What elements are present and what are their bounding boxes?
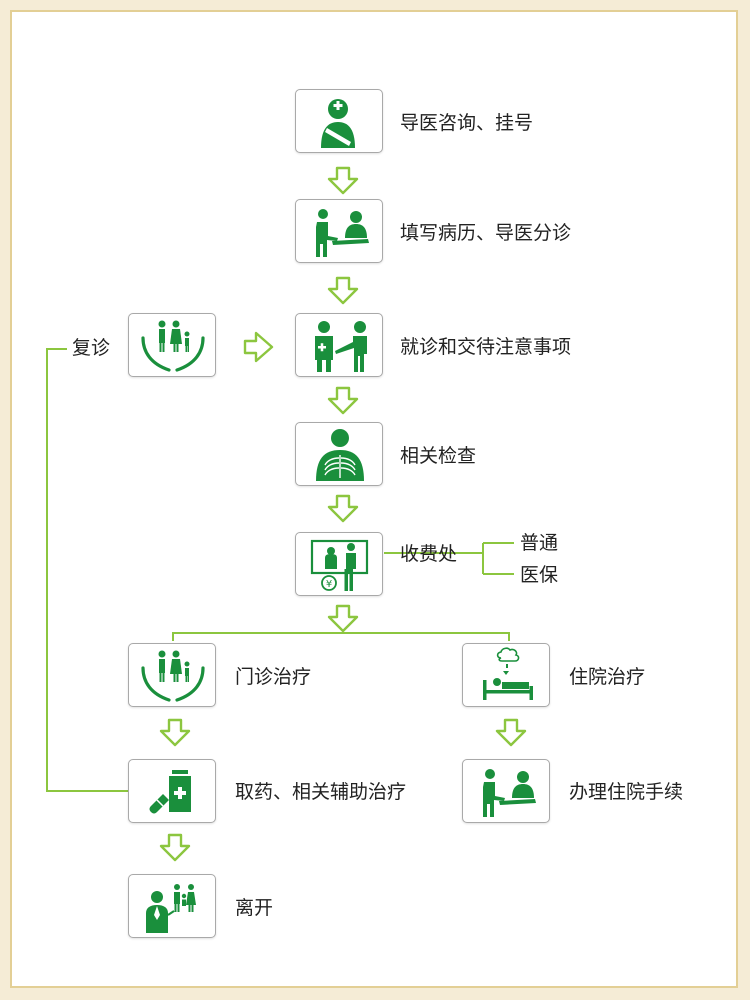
node-cashier: ¥ bbox=[295, 532, 383, 596]
node-inpatient bbox=[462, 643, 550, 707]
reception-icon bbox=[316, 209, 369, 257]
label-payment-insurance: 医保 bbox=[520, 564, 559, 586]
doctor-consult-icon bbox=[315, 321, 367, 372]
node-outpatient bbox=[128, 643, 216, 707]
arrow-down-3 bbox=[327, 386, 359, 415]
label-cashier: 收费处 bbox=[400, 543, 458, 565]
node-guide bbox=[295, 89, 383, 153]
label-payment-normal: 普通 bbox=[520, 532, 559, 554]
cashier-window-icon: ¥ bbox=[310, 539, 369, 591]
arrow-down-1 bbox=[327, 166, 359, 195]
family-care-icon bbox=[141, 320, 205, 372]
label-inpatient: 住院治疗 bbox=[569, 666, 646, 688]
label-exam: 相关检查 bbox=[400, 445, 477, 467]
arrow-down-6 bbox=[159, 718, 191, 747]
label-guide: 导医咨询、挂号 bbox=[400, 112, 534, 134]
revisit-loop-line bbox=[46, 348, 128, 792]
diagram-frame bbox=[10, 10, 738, 988]
node-leave bbox=[128, 874, 216, 938]
departure-icon bbox=[146, 884, 196, 933]
arrow-right-revisit bbox=[243, 331, 274, 363]
label-revisit: 复诊 bbox=[72, 337, 111, 359]
node-revisit bbox=[128, 313, 216, 377]
svg-text:¥: ¥ bbox=[326, 579, 332, 590]
reception-icon bbox=[483, 769, 536, 817]
medicine-icon bbox=[149, 770, 191, 814]
label-admission: 办理住院手续 bbox=[569, 781, 684, 803]
node-medicine bbox=[128, 759, 216, 823]
node-record bbox=[295, 199, 383, 263]
arrow-down-4 bbox=[327, 494, 359, 523]
arrow-down-5 bbox=[327, 604, 359, 633]
node-consult bbox=[295, 313, 383, 377]
nurse-icon bbox=[321, 99, 355, 148]
family-care-icon bbox=[141, 650, 205, 702]
label-medicine: 取药、相关辅助治疗 bbox=[235, 781, 407, 803]
branch-line bbox=[172, 632, 510, 641]
label-record: 填写病历、导医分诊 bbox=[400, 222, 572, 244]
arrow-down-7 bbox=[495, 718, 527, 747]
arrow-down-2 bbox=[327, 276, 359, 305]
payment-bracket-line bbox=[384, 542, 514, 575]
chest-xray-icon bbox=[316, 429, 364, 481]
hospital-bed-icon bbox=[483, 647, 533, 700]
label-outpatient: 门诊治疗 bbox=[235, 666, 312, 688]
node-exam bbox=[295, 422, 383, 486]
arrow-down-8 bbox=[159, 833, 191, 862]
label-leave: 离开 bbox=[235, 897, 274, 919]
node-admission bbox=[462, 759, 550, 823]
label-consult: 就诊和交待注意事项 bbox=[400, 336, 572, 358]
